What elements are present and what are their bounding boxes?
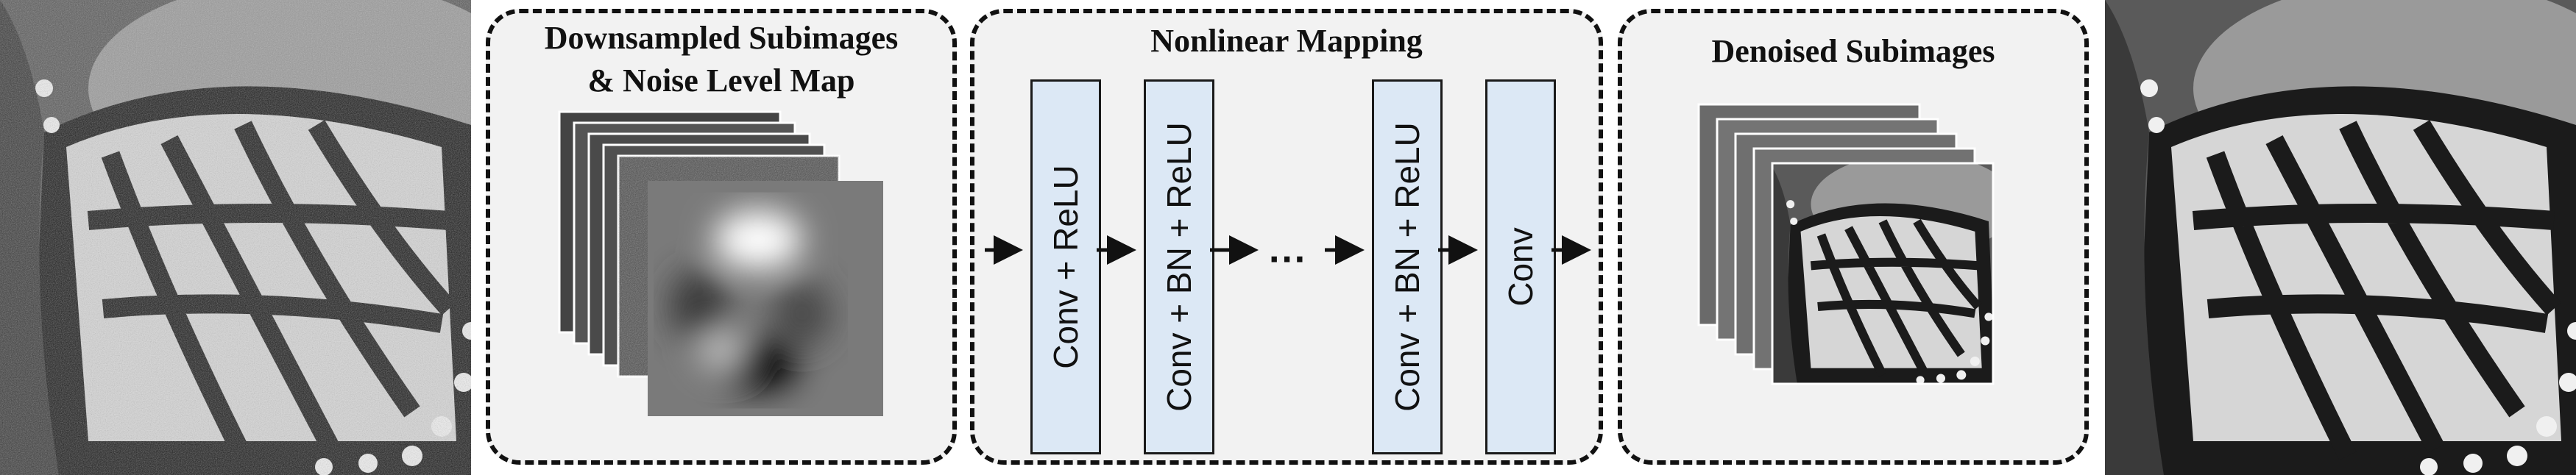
layer-label-3: Conv + BN + ReLU xyxy=(1388,122,1426,412)
layer-label-1: Conv + ReLU xyxy=(1047,165,1085,369)
layer-conv-bn-relu-1: Conv + BN + ReLU xyxy=(1144,79,1214,454)
input-panel-title-line1: Downsampled Subimages xyxy=(544,20,899,56)
output-panel: Denoised Subimages xyxy=(1618,9,2089,465)
noisy-input-image xyxy=(0,0,471,475)
mapping-panel-title: Nonlinear Mapping xyxy=(1150,23,1423,59)
nonlinear-mapping-panel: Nonlinear Mapping Conv + ReLU Conv + BN … xyxy=(970,9,1603,465)
layer-label-2: Conv + BN + ReLU xyxy=(1160,122,1198,412)
denoised-output-image xyxy=(2105,0,2576,475)
input-panel: Downsampled Subimages & Noise Level Map xyxy=(486,9,957,465)
layer-conv-bn-relu-n: Conv + BN + ReLU xyxy=(1372,79,1443,454)
input-panel-title-line2: & Noise Level Map xyxy=(587,63,855,99)
output-panel-title: Denoised Subimages xyxy=(1711,33,1995,69)
denoised-subimage-stack xyxy=(1697,103,1995,385)
noise-level-map xyxy=(648,181,883,416)
layer-conv-relu: Conv + ReLU xyxy=(1030,79,1101,454)
layer-conv: Conv xyxy=(1485,79,1556,454)
layer-label-4: Conv xyxy=(1501,227,1540,307)
layer-ellipsis: ··· xyxy=(1269,238,1307,281)
